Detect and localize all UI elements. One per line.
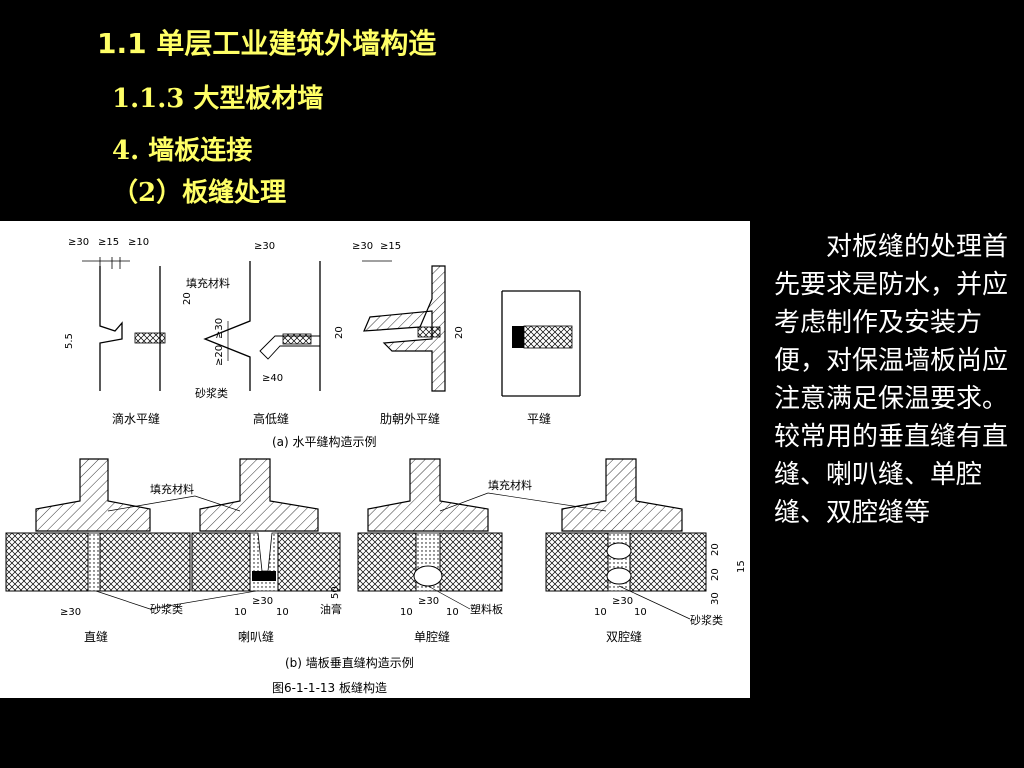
- column-flared: 喇叭缝 10 10 ≥30 50 油膏 砂浆类 填充材料: [150, 458, 342, 644]
- label-straight-joint: 直缝: [84, 629, 108, 644]
- label-fill-a: 填充材料: [186, 276, 230, 290]
- dim-ge30-b: ≥30: [254, 241, 275, 252]
- explanation-para-2: 较常用的垂直缝有直缝、喇叭缝、单腔缝、双腔缝等: [774, 422, 1009, 528]
- dim-ge10-a: ≥10: [128, 237, 149, 248]
- label-flared-joint: 喇叭缝: [238, 629, 274, 644]
- drip-horizontal-joint: ≥30 ≥15 ≥10 5.5 滴水平缝: [64, 237, 166, 426]
- dim-ge15-a: ≥15: [98, 237, 119, 248]
- dim-30-g: 30: [710, 592, 721, 605]
- dim-5-5: 5.5: [64, 333, 75, 349]
- explanation-text: 对板缝的处理首先要求是防水，并应考虑制作及安装方便，对保温墙板尚应注意满足保温要…: [774, 228, 1018, 532]
- dim-10-e: 10: [234, 607, 247, 618]
- dim-20-g: 20: [710, 543, 721, 556]
- dim-20-b: 20: [182, 292, 193, 305]
- dim-ge30-b2: ≥30: [214, 318, 225, 339]
- subtopic-title: （2）板缝处理: [112, 178, 287, 208]
- dim-10-f: 10: [400, 607, 413, 618]
- section-title: 1.1 单层工业建筑外墙构造: [97, 27, 437, 60]
- dim-10-f2: 10: [446, 607, 459, 618]
- dim-15-g: 15: [736, 560, 747, 573]
- dim-ge30-d: ≥30: [60, 607, 81, 618]
- column-straight: 直缝 ≥30: [35, 458, 151, 644]
- caption-part-b: (b) 墙板垂直缝构造示例: [285, 655, 414, 670]
- dim-50-e: 50: [330, 586, 341, 599]
- step-joint: ≥30 20 ≥30 ≥20 ≥40 填充材料 砂浆类 高低缝: [182, 241, 321, 426]
- label-mortar-a: 砂浆类: [195, 386, 228, 400]
- dim-ge30-g: ≥30: [612, 596, 633, 607]
- rib-out-horizontal-joint: ≥30 ≥15 20 20 肋朝外平缝: [334, 241, 465, 426]
- label-rib-joint: 肋朝外平缝: [380, 411, 440, 426]
- label-single-cavity: 单腔缝: [414, 629, 450, 644]
- label-oil-putty: 油膏: [320, 602, 342, 616]
- explanation-para-1: 对板缝的处理首先要求是防水，并应考虑制作及安装方便，对保温墙板尚应注意满足保温要…: [774, 232, 1009, 414]
- dim-10-g: 10: [594, 607, 607, 618]
- label-fill-b-left: 填充材料: [150, 482, 194, 496]
- vertical-joint-panels: [5, 532, 707, 592]
- label-flat-joint: 平缝: [527, 411, 551, 426]
- dim-20-c2: 20: [454, 326, 465, 339]
- caption-part-a: (a) 水平缝构造示例: [272, 434, 377, 449]
- dim-ge30-e: ≥30: [252, 596, 273, 607]
- column-double-cavity: 双腔缝 10 10 ≥30 20 15 20 30 砂浆类: [561, 458, 747, 644]
- label-plastic-board: 塑料板: [470, 602, 503, 616]
- subsection-title: 1.1.3 大型板材墙: [112, 84, 324, 114]
- dim-10-e2: 10: [276, 607, 289, 618]
- figure-title: 图6-1-1-13 板缝构造: [272, 680, 387, 695]
- label-step-joint: 高低缝: [253, 411, 289, 426]
- label-mortar-b-right: 砂浆类: [690, 613, 723, 627]
- dim-ge15-c: ≥15: [380, 241, 401, 252]
- label-drip-joint: 滴水平缝: [112, 411, 160, 426]
- label-mortar-b-left: 砂浆类: [150, 602, 183, 616]
- dim-ge20-b: ≥20: [214, 345, 225, 366]
- column-single-cavity: 单腔缝 10 10 ≥30 塑料板 填充材料: [367, 458, 532, 644]
- dim-ge30-f: ≥30: [418, 596, 439, 607]
- joint-diagram: ≥30 ≥15 ≥10 5.5 滴水平缝 ≥30 20 ≥30 ≥20 ≥40 …: [0, 221, 750, 698]
- dim-20-g2: 20: [710, 568, 721, 581]
- dim-ge30-c: ≥30: [352, 241, 373, 252]
- dim-ge30-a: ≥30: [68, 237, 89, 248]
- label-double-cavity: 双腔缝: [606, 629, 642, 644]
- dim-10-g2: 10: [634, 607, 647, 618]
- label-fill-b-right: 填充材料: [488, 478, 532, 492]
- dim-ge40-b: ≥40: [262, 373, 283, 384]
- flat-joint: 平缝: [501, 290, 581, 426]
- topic-title: 4. 墙板连接: [112, 136, 253, 166]
- dim-20-c: 20: [334, 326, 345, 339]
